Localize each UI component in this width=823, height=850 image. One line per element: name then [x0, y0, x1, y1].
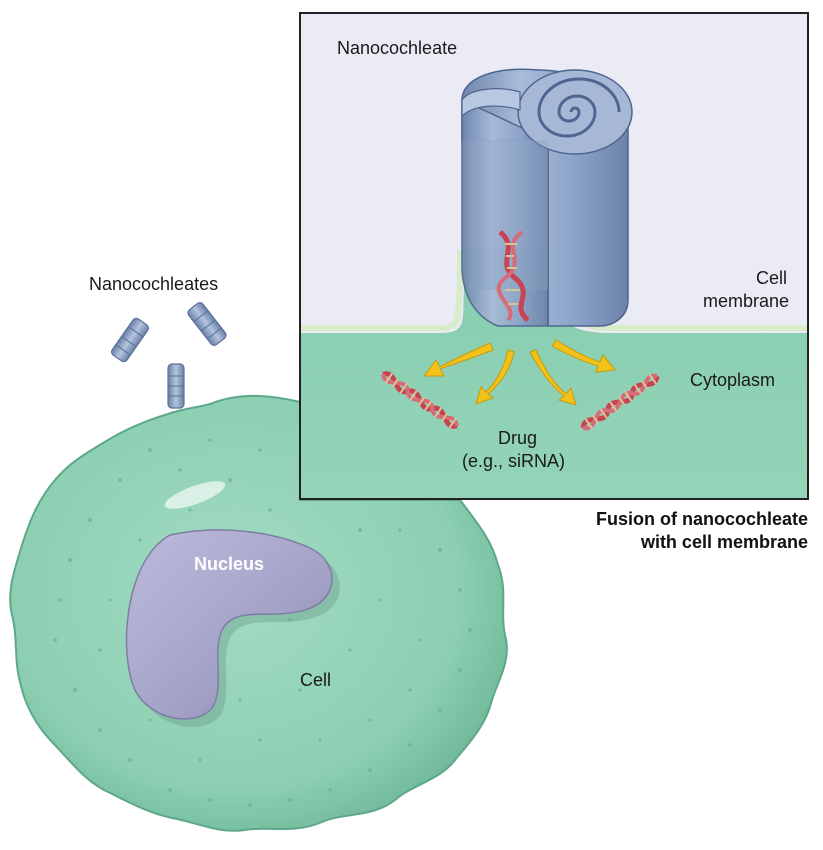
- cell-highlight: [164, 481, 226, 509]
- label-cytoplasm: Cytoplasm: [690, 370, 776, 390]
- arrow-down-right-icon: [529, 349, 577, 406]
- mini-nanocochleate-2: [187, 302, 227, 346]
- drug-helix-left: [381, 371, 459, 429]
- label-cell: Cell: [300, 670, 332, 690]
- mini-nanocochleate-3: [167, 363, 185, 409]
- arrow-down-left-icon: [475, 349, 515, 405]
- drug-helix-right: [580, 373, 660, 431]
- label-nanocochleates: Nanocochleates: [89, 274, 219, 294]
- arrow-left-icon: [423, 342, 494, 377]
- caption-line2: with cell membrane: [640, 532, 808, 552]
- inset-membrane-line: [300, 250, 463, 331]
- figure-caption: Fusion of nanocochleate with cell membra…: [596, 508, 808, 554]
- nucleus: [125, 529, 340, 728]
- release-arrows: [423, 339, 616, 406]
- mini-nanocochleate-1: [110, 317, 150, 363]
- spiral-icon: [537, 77, 621, 138]
- cytoplasm-speckles: [53, 438, 472, 807]
- inset-panel: [299, 12, 809, 500]
- label-nanocochleate: Nanocochleate: [337, 38, 458, 58]
- inset-cytoplasm: [300, 250, 808, 499]
- caption-line1: Fusion of nanocochleate: [595, 509, 808, 529]
- label-nucleus: Nucleus: [194, 554, 265, 574]
- label-cell-membrane-line1: Cell: [756, 268, 788, 288]
- label-drug-line1: Drug: [498, 428, 538, 448]
- arrow-right-icon: [551, 339, 616, 373]
- label-cell-membrane-line2: membrane: [703, 291, 790, 311]
- tube-flap: [461, 88, 521, 118]
- label-drug-line2: (e.g., siRNA): [462, 451, 566, 471]
- tube-left-wall: [461, 98, 549, 327]
- drug-helix-neck: [496, 230, 530, 322]
- inset-border: [299, 12, 809, 500]
- nanocochleate-large: [461, 68, 633, 327]
- nucleus-body: [125, 529, 333, 720]
